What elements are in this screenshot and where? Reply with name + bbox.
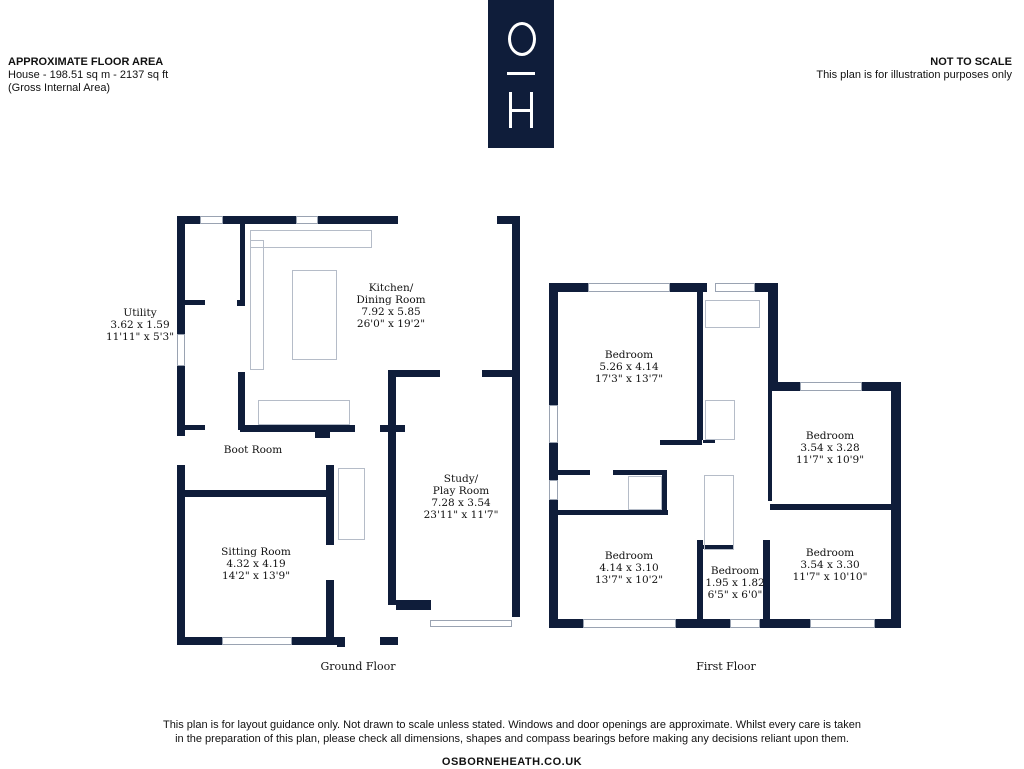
wall xyxy=(318,216,398,224)
wall xyxy=(512,216,520,617)
window xyxy=(222,637,292,645)
wall xyxy=(549,619,583,628)
scale-note: This plan is for illustration purposes o… xyxy=(816,69,1012,81)
disclaimer: This plan is for layout guidance only. N… xyxy=(162,719,862,745)
wall xyxy=(549,443,558,480)
wall xyxy=(558,510,668,515)
window xyxy=(549,480,558,500)
wall xyxy=(388,370,396,605)
window xyxy=(296,216,318,224)
wall xyxy=(337,637,345,647)
wall xyxy=(185,490,330,497)
window xyxy=(583,619,676,628)
wall xyxy=(768,391,772,501)
wall xyxy=(185,300,205,305)
wall xyxy=(875,619,901,628)
wall xyxy=(237,300,245,306)
wall xyxy=(558,470,590,475)
wall xyxy=(662,470,667,515)
fixture xyxy=(705,400,735,440)
fixture xyxy=(705,300,760,328)
wall xyxy=(697,292,703,440)
wall xyxy=(482,370,517,377)
wall xyxy=(396,600,431,610)
wall xyxy=(223,216,296,224)
wall xyxy=(177,366,185,436)
window xyxy=(177,334,185,366)
wall xyxy=(326,580,334,645)
wall xyxy=(763,540,770,628)
wall xyxy=(177,637,222,645)
wall xyxy=(177,216,185,334)
fixture xyxy=(338,468,365,540)
wall xyxy=(238,372,245,430)
wall xyxy=(670,283,707,292)
wall xyxy=(326,465,334,545)
wall xyxy=(315,430,330,438)
wall xyxy=(240,425,355,432)
wall xyxy=(697,540,703,628)
window xyxy=(588,283,670,292)
fixture xyxy=(292,270,337,360)
fixture xyxy=(704,475,734,550)
wall xyxy=(613,470,665,475)
wall xyxy=(380,637,398,645)
wall xyxy=(177,216,200,224)
wall xyxy=(497,216,520,224)
wall xyxy=(703,545,733,549)
wall xyxy=(768,382,800,391)
fixture xyxy=(628,476,662,510)
wall xyxy=(549,500,558,628)
fixture xyxy=(250,240,264,370)
wall xyxy=(660,440,702,445)
room-boot-room: Boot Room xyxy=(223,444,283,456)
fixture xyxy=(250,230,372,248)
wall xyxy=(768,283,778,382)
first-floor-label: First Floor xyxy=(696,660,756,673)
window xyxy=(730,619,760,628)
scale-info: NOT TO SCALE This plan is for illustrati… xyxy=(816,56,1012,82)
window xyxy=(715,283,755,292)
wall xyxy=(862,382,901,391)
ground-floor-label: Ground Floor xyxy=(320,660,396,673)
wall xyxy=(770,504,901,510)
area-title: APPROXIMATE FLOOR AREA xyxy=(8,56,164,68)
website-link[interactable]: OSBORNEHEATH.CO.UK xyxy=(441,756,583,768)
window xyxy=(810,619,875,628)
wall xyxy=(755,283,778,292)
fixture xyxy=(258,400,350,425)
wall xyxy=(703,440,715,443)
window xyxy=(200,216,223,224)
wall xyxy=(549,283,588,292)
scale-title: NOT TO SCALE xyxy=(930,56,1012,68)
wall xyxy=(549,283,558,405)
wall xyxy=(185,425,205,430)
window xyxy=(800,382,862,391)
wall xyxy=(396,370,440,377)
osborne-heath-logo xyxy=(488,0,554,148)
wall xyxy=(240,224,245,306)
wall xyxy=(292,637,337,645)
wall xyxy=(760,619,810,628)
floor-area-info: APPROXIMATE FLOOR AREA House - 198.51 sq… xyxy=(8,56,168,95)
area-line: House - 198.51 sq m - 2137 sq ft xyxy=(8,69,169,81)
area-note: (Gross Internal Area) xyxy=(8,82,111,94)
wall xyxy=(676,619,730,628)
wall xyxy=(177,465,185,645)
window xyxy=(430,620,512,627)
window xyxy=(549,405,558,443)
